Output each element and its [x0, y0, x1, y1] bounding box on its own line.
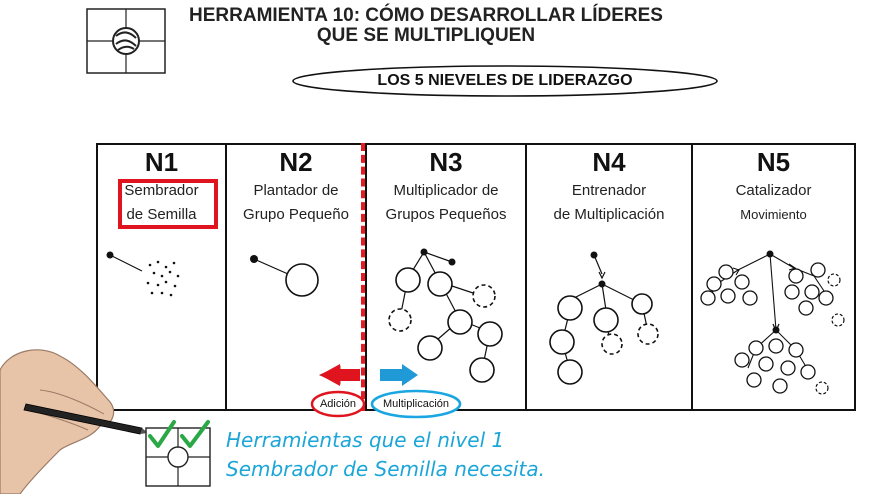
level-column-n1: N1 Sembrador de Semilla	[98, 145, 225, 409]
level-column-n4: N4 Entrenador de Multiplicación	[525, 145, 691, 409]
multiplying-groups-diagram	[388, 248, 503, 383]
level-label-line1: Plantador de	[253, 182, 339, 199]
level-label-line1: Catalizador	[735, 182, 812, 199]
title-line-1: HERRAMIENTA 10: CÓMO DESARROLLAR LÍDERES	[189, 5, 663, 26]
seed-diagram	[106, 251, 180, 297]
level-code: N3	[429, 147, 463, 177]
level-label-line1: Multiplicador de	[393, 182, 499, 199]
page-title: HERRAMIENTA 10: CÓMO DESARROLLAR LÍDERES…	[176, 6, 676, 46]
level-label: Entrenador de Multiplicación	[527, 179, 691, 227]
level-label: Catalizador Movimiento	[693, 179, 854, 227]
level-code: N1	[144, 147, 179, 177]
addition-label: Adición	[319, 398, 357, 410]
subtitle: LOS 5 NIEVELES DE LIDERAZGO	[377, 72, 633, 89]
subtitle-oval: LOS 5 NIEVELES DE LIDERAZGO	[290, 62, 720, 98]
level-label-line2: Grupo Pequeño	[243, 206, 349, 223]
level-label-line2: de Semilla	[126, 206, 197, 223]
multiplication-coach-diagram	[549, 251, 659, 385]
level-label-line1: Entrenador	[571, 182, 647, 199]
hand-illustration	[0, 349, 148, 494]
level-label-line2: Movimiento	[740, 207, 807, 222]
level-label: Multiplicador de Grupos Pequeños	[367, 179, 525, 227]
level-column-n5: N5 Catalizador Movimiento	[691, 145, 854, 409]
logo	[86, 8, 166, 74]
level-code: N5	[756, 147, 791, 177]
level-label-line2: de Multiplicación	[553, 206, 665, 223]
multiplication-label: Multiplicación	[382, 398, 450, 410]
level-code: N2	[279, 147, 313, 177]
level-label: Plantador de Grupo Pequeño	[227, 179, 365, 227]
level-label-line2: Grupos Pequeños	[385, 206, 507, 223]
addition-multiplication-divider	[361, 143, 365, 411]
level-code: N4	[592, 147, 626, 177]
footer-note: Herramientas que el nivel 1 Sembrador de…	[226, 426, 545, 484]
movement-diagram	[700, 250, 845, 395]
footer-line-2: Sembrador de Semilla necesita.	[226, 457, 546, 481]
highlight-box	[118, 179, 218, 229]
title-line-2: QUE SE MULTIPLIQUEN	[316, 25, 536, 46]
growth-arrows: Adición Multiplicación	[310, 360, 470, 420]
level-column-n2: N2 Plantador de Grupo Pequeño	[225, 145, 365, 409]
level-label: Sembrador de Semilla	[98, 179, 225, 227]
footer-line-1: Herramientas que el nivel 1	[226, 428, 505, 452]
checklist-icon	[145, 420, 211, 487]
levels-table: N1 Sembrador de Semilla N2 Plantador de …	[96, 143, 856, 411]
level-column-n3: N3 Multiplicador de Grupos Pequeños	[365, 145, 525, 409]
group-diagram	[250, 255, 319, 297]
level-label-line1: Sembrador	[124, 182, 199, 199]
